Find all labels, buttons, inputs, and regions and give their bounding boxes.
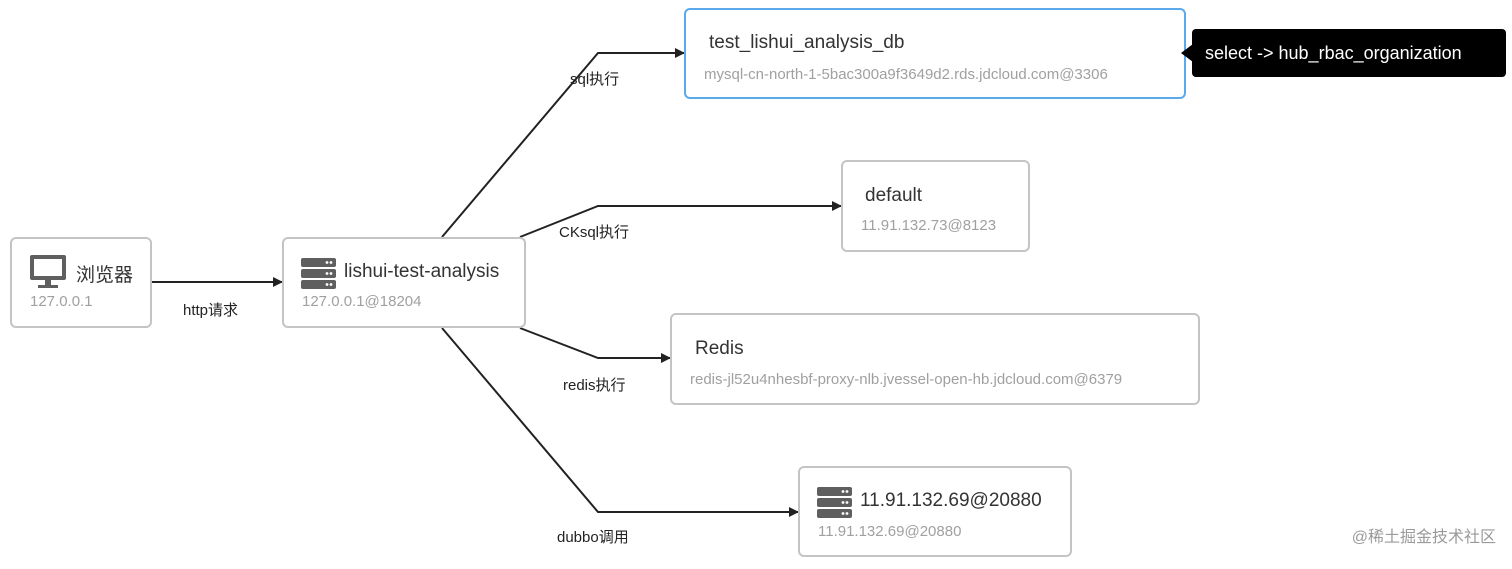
node-mysql-sub: mysql-cn-north-1-5bac300a9f3649d2.rds.jd… bbox=[704, 66, 1108, 83]
edge-label-cksql: CKsql执行 bbox=[559, 224, 630, 241]
node-ck[interactable]: default 11.91.132.73@8123 bbox=[841, 160, 1030, 252]
edge-label-dubbo: dubbo调用 bbox=[557, 529, 629, 546]
monitor-icon bbox=[30, 255, 66, 288]
edge-label-redis: redis执行 bbox=[563, 377, 626, 394]
node-ck-sub: 11.91.132.73@8123 bbox=[861, 217, 997, 234]
tooltip-arrow bbox=[1181, 44, 1193, 62]
node-dubbo[interactable]: 11.91.132.69@20880 11.91.132.69@20880 bbox=[798, 466, 1072, 557]
tooltip: select -> hub_rbac_organization bbox=[1192, 29, 1506, 77]
node-ck-title: default bbox=[865, 185, 923, 206]
node-redis[interactable]: Redis redis-jl52u4nhesbf-proxy-nlb.jvess… bbox=[670, 313, 1200, 405]
node-mysql[interactable]: test_lishui_analysis_db mysql-cn-north-1… bbox=[684, 8, 1186, 99]
node-dubbo-title: 11.91.132.69@20880 bbox=[860, 490, 1042, 511]
node-app-title: lishui-test-analysis bbox=[344, 261, 500, 282]
node-redis-sub: redis-jl52u4nhesbf-proxy-nlb.jvessel-ope… bbox=[690, 371, 1123, 388]
node-app[interactable]: lishui-test-analysis 127.0.0.1@18204 bbox=[282, 237, 526, 328]
edge-label-sql: sql执行 bbox=[570, 71, 620, 88]
node-browser-title: 浏览器 bbox=[76, 265, 134, 286]
node-browser[interactable]: 浏览器 127.0.0.1 bbox=[10, 237, 152, 328]
server-icon bbox=[301, 258, 336, 289]
node-app-sub: 127.0.0.1@18204 bbox=[302, 293, 422, 310]
node-mysql-title: test_lishui_analysis_db bbox=[709, 32, 905, 53]
watermark: @稀土掘金技术社区 bbox=[1351, 529, 1496, 546]
edge-sql[interactable] bbox=[441, 48, 685, 238]
node-browser-sub: 127.0.0.1 bbox=[30, 293, 93, 310]
edge-cksql[interactable] bbox=[519, 201, 842, 238]
edge-redis[interactable] bbox=[519, 327, 671, 363]
node-redis-title: Redis bbox=[695, 338, 744, 359]
node-dubbo-sub: 11.91.132.69@20880 bbox=[818, 523, 962, 540]
server-icon bbox=[817, 487, 852, 518]
edge-label-http: http请求 bbox=[183, 302, 239, 319]
edge-dubbo[interactable] bbox=[441, 327, 799, 517]
